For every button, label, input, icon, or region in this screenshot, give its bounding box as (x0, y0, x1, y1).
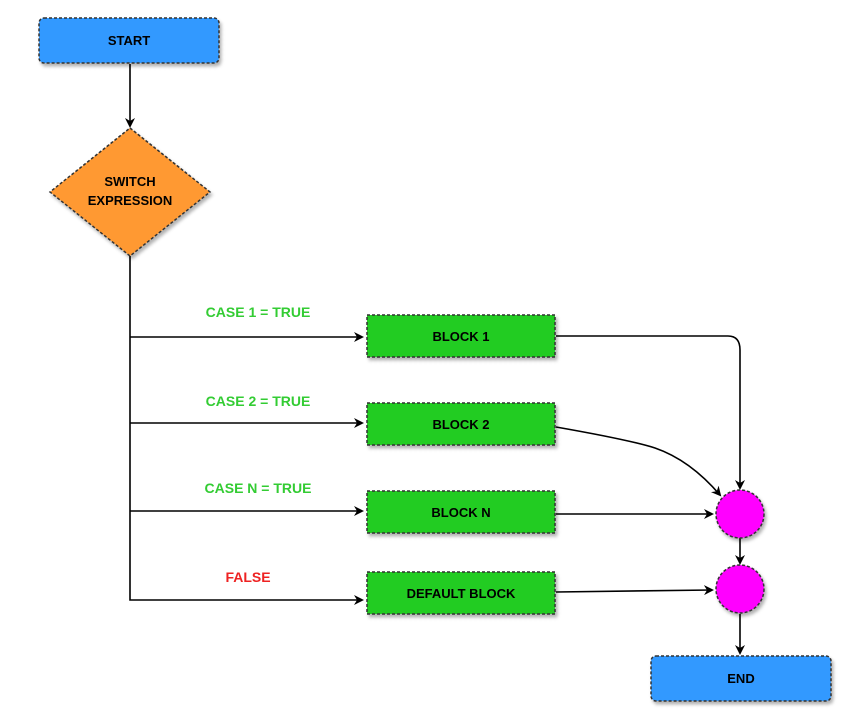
start-node (38, 17, 220, 64)
end-node (650, 655, 832, 702)
end-label: END (727, 671, 754, 686)
edge-switch-trunk (129, 256, 364, 605)
block-2-node (366, 402, 556, 446)
block-1-node (366, 314, 556, 358)
edge-block1-to-merge (556, 335, 745, 490)
block-1-label: BLOCK 1 (432, 329, 489, 344)
case2-label: CASE 2 = TRUE (206, 393, 311, 409)
edge-default-to-merge (555, 585, 714, 596)
switch-label-line1: SWITCH (104, 174, 155, 189)
block-n-node (366, 490, 556, 534)
case1-label: CASE 1 = TRUE (206, 304, 311, 320)
switch-label-line2: EXPRESSION (88, 193, 173, 208)
start-label: START (108, 33, 150, 48)
switch-decision-node (48, 127, 212, 257)
default-block-node (366, 571, 556, 615)
edge-block2-to-merge (555, 426, 722, 497)
casen-label: CASE N = TRUE (205, 480, 312, 496)
block-n-label: BLOCK N (431, 505, 490, 520)
default-block-label: DEFAULT BLOCK (407, 586, 516, 601)
block-2-label: BLOCK 2 (432, 417, 489, 432)
merge-node-2 (715, 564, 765, 614)
false-label: FALSE (225, 569, 270, 585)
merge-node-1 (715, 489, 765, 539)
